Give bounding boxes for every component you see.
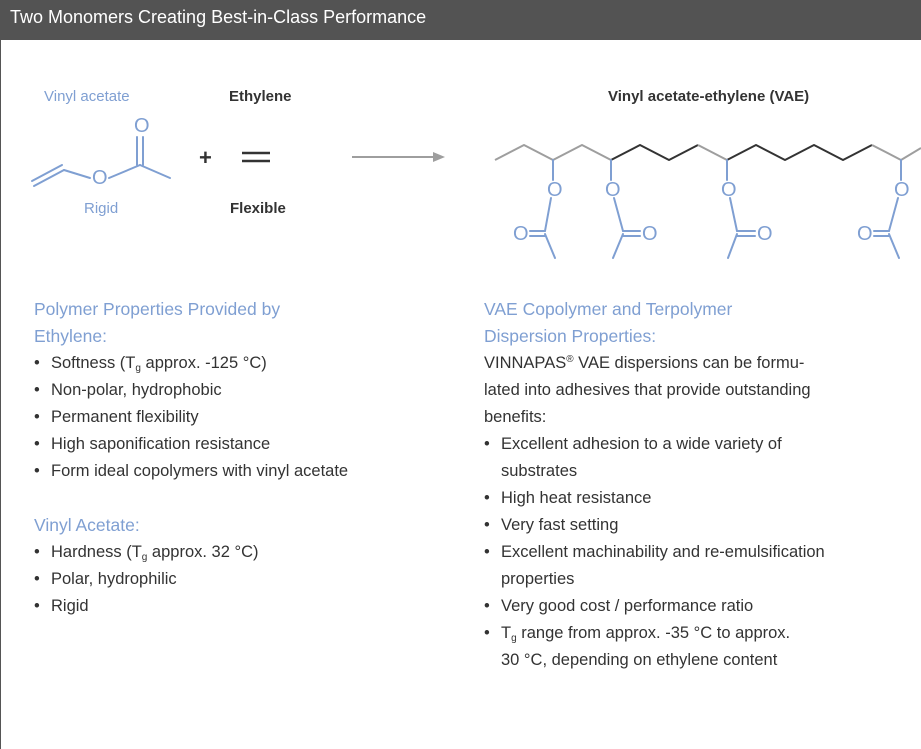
intro-paragraph: VINNAPAS® VAE dispersions can be formu- … bbox=[484, 354, 811, 426]
list-item: •High saponification resistance bbox=[34, 435, 271, 453]
reaction-arrow bbox=[352, 152, 445, 162]
list-item: •Permanent flexibility bbox=[34, 408, 199, 426]
list-item: •Polar, hydrophilic bbox=[34, 570, 177, 588]
vae-backbone bbox=[494, 144, 921, 161]
ethylene-heading-line1: Polymer Properties Provided by bbox=[34, 299, 281, 319]
vae-heading-line2: Dispersion Properties: bbox=[484, 326, 657, 346]
list-item: •Excellent machinability and re-emulsifi… bbox=[484, 543, 825, 588]
plus-sign: + bbox=[199, 145, 212, 170]
left-column: Polymer Properties Provided by Ethylene:… bbox=[34, 296, 454, 620]
vinyl-acetate-properties-list: •Hardness (Tg approx. 32 °C) •Polar, hyd… bbox=[34, 539, 454, 620]
list-item: •Softness (Tg approx. -125 °C) bbox=[34, 354, 267, 374]
vinyl-acetate-heading: Vinyl Acetate: bbox=[34, 515, 140, 535]
vae-side-groups bbox=[529, 159, 902, 259]
vae-carbonyl-oxygen: O bbox=[857, 223, 873, 245]
ethylene-label: Ethylene bbox=[229, 88, 292, 105]
list-item: •Very fast setting bbox=[484, 516, 619, 534]
list-item: •Excellent adhesion to a wide variety of… bbox=[484, 435, 782, 480]
vae-ester-oxygen: O bbox=[721, 179, 737, 201]
flexible-label: Flexible bbox=[230, 200, 286, 217]
list-item: •Very good cost / performance ratio bbox=[484, 597, 754, 615]
vinyl-acetate-label: Vinyl acetate bbox=[44, 88, 130, 105]
list-item: •Form ideal copolymers with vinyl acetat… bbox=[34, 462, 349, 480]
vae-benefits-list: •Excellent adhesion to a wide variety of… bbox=[484, 431, 914, 674]
header-title: Two Monomers Creating Best-in-Class Perf… bbox=[10, 7, 427, 27]
ethylene-structure bbox=[242, 151, 270, 163]
vae-label: Vinyl acetate-ethylene (VAE) bbox=[608, 88, 810, 105]
vinyl-acetate-structure bbox=[31, 136, 171, 187]
header-bar: Two Monomers Creating Best-in-Class Perf… bbox=[0, 0, 921, 40]
ethylene-properties-list: •Softness (Tg approx. -125 °C) •Non-pola… bbox=[34, 350, 454, 485]
list-item: •Hardness (Tg approx. 32 °C) bbox=[34, 543, 259, 563]
vae-heading-line1: VAE Copolymer and Terpolymer bbox=[484, 299, 733, 319]
vae-ester-oxygen: O bbox=[547, 179, 563, 201]
vae-carbonyl-oxygen: O bbox=[757, 223, 773, 245]
va-carbonyl-oxygen: O bbox=[134, 115, 150, 137]
va-ester-oxygen: O bbox=[92, 167, 108, 189]
vae-ester-oxygen: O bbox=[894, 179, 910, 201]
vae-carbonyl-oxygen: O bbox=[513, 223, 529, 245]
ethylene-heading-line2: Ethylene: bbox=[34, 326, 107, 346]
vae-carbonyl-oxygen: O bbox=[642, 223, 658, 245]
list-item: •Rigid bbox=[34, 597, 89, 615]
list-item: •Non-polar, hydrophobic bbox=[34, 381, 222, 399]
list-item: •Tg range from approx. -35 °C to approx.… bbox=[484, 624, 791, 669]
right-column: VAE Copolymer and Terpolymer Dispersion … bbox=[484, 296, 914, 674]
left-border bbox=[0, 40, 1, 749]
rigid-label: Rigid bbox=[84, 200, 119, 217]
list-item: •High heat resistance bbox=[484, 489, 652, 507]
vae-ester-oxygen: O bbox=[605, 179, 621, 201]
